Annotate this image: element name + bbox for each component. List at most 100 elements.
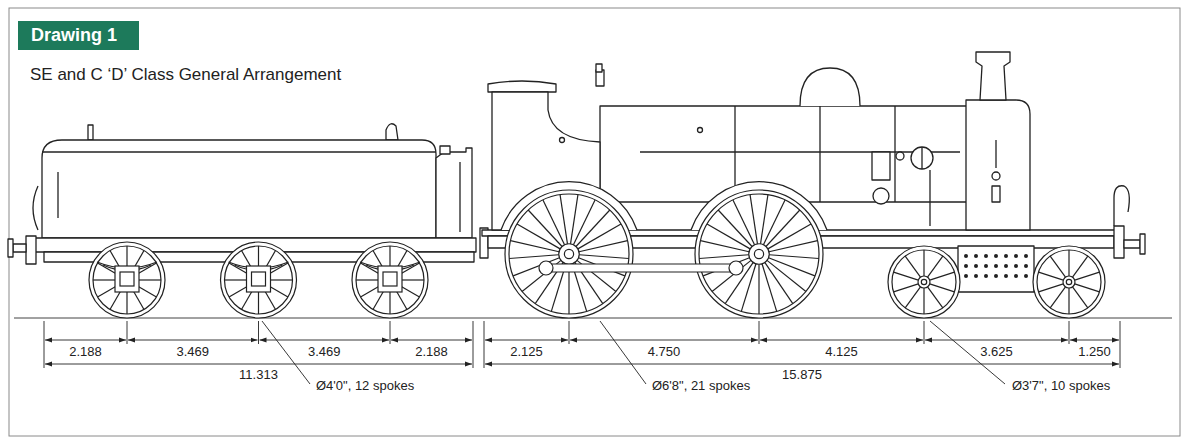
wheel-hub <box>559 244 579 264</box>
dome <box>800 68 860 106</box>
rivet <box>964 264 968 268</box>
wheel-spoke <box>769 255 819 259</box>
extension-line <box>569 321 570 344</box>
wheel-spoke <box>1075 284 1100 292</box>
tender-filler <box>386 124 398 140</box>
wheel-spoke <box>1073 287 1088 308</box>
rivet <box>560 138 565 143</box>
tender-wheel <box>352 242 428 318</box>
wheel-tyre <box>695 190 823 318</box>
axle-end <box>1066 279 1071 284</box>
dimension-value: 3.469 <box>176 344 209 359</box>
wheel-spoke <box>923 250 924 276</box>
wheel-rim <box>892 250 956 314</box>
tender-handrail <box>57 172 58 218</box>
dimension-value: 11.313 <box>239 367 278 382</box>
wheel-spoke <box>930 284 955 292</box>
rivet <box>1014 274 1018 278</box>
rivet <box>1014 254 1018 258</box>
extension-line <box>44 321 45 368</box>
extension-line <box>258 321 259 344</box>
buffer <box>13 244 26 252</box>
dimension-line <box>570 340 758 341</box>
wheel-spoke <box>579 241 628 252</box>
gauge <box>911 147 933 169</box>
wheel-spoke <box>765 262 793 303</box>
wheel-spoke <box>509 255 559 259</box>
rivet <box>1004 254 1008 258</box>
cab-fitting <box>596 64 602 72</box>
valve <box>896 152 904 160</box>
crank-pin <box>729 261 743 275</box>
drawing-title: SE and C ‘D’ Class General Arrangement <box>30 65 341 85</box>
badge-text: Drawing 1 <box>31 25 117 46</box>
wheel-set <box>89 190 1105 318</box>
wheel-spoke <box>576 210 610 246</box>
axle-end <box>564 249 573 258</box>
dimension-value: 15.875 <box>782 367 822 382</box>
wheel-spoke <box>762 264 777 312</box>
cab-roof <box>488 81 556 92</box>
axle-end <box>921 279 926 284</box>
rail-line <box>14 318 1172 319</box>
extension-line <box>473 321 474 368</box>
wheel-spoke <box>699 255 749 259</box>
wheel-hub <box>918 276 930 288</box>
dimension-line <box>485 340 568 341</box>
body-outline <box>8 52 1145 292</box>
wheel-spoke <box>905 256 920 277</box>
extension-line <box>1120 321 1121 368</box>
drawing-badge: Drawing 1 <box>18 21 139 50</box>
tender-wheel <box>89 242 165 318</box>
smokebox-fitting <box>995 140 996 168</box>
extension-line <box>127 321 128 344</box>
rivet <box>984 264 988 268</box>
wheel-tyre <box>888 246 960 318</box>
bogie-frame <box>958 246 1034 292</box>
rivet <box>984 274 988 278</box>
wheel-tyre <box>1033 246 1105 318</box>
wheel-tyre <box>505 190 633 318</box>
wheel-spoke <box>511 241 560 252</box>
wheel-spoke <box>1068 250 1069 276</box>
tender-wheel <box>221 242 297 318</box>
running-gear <box>97 261 743 292</box>
buffer-beam <box>26 236 36 264</box>
bogie-rivets <box>964 254 1028 278</box>
rivet <box>1004 274 1008 278</box>
smokebox <box>966 100 1030 230</box>
rivet <box>974 274 978 278</box>
wheel-spoke <box>750 195 757 244</box>
wheel-rim <box>699 194 819 314</box>
wheel-spoke <box>1068 288 1069 314</box>
dimension-line <box>485 364 1119 365</box>
dimension-line <box>391 340 472 341</box>
wheel-spoke <box>1039 272 1064 280</box>
wheel-spoke <box>1073 256 1088 277</box>
wheel-rim <box>93 246 161 314</box>
lubricator <box>873 188 889 204</box>
axlebox <box>115 266 139 292</box>
leader-lines <box>262 321 1005 384</box>
wheel-rim <box>225 246 293 314</box>
wheel-tyre <box>352 242 428 318</box>
dimension-line <box>760 340 923 341</box>
axlebox <box>247 266 271 292</box>
rivet <box>994 264 998 268</box>
axlebox-cover <box>120 272 134 286</box>
driving-wheel <box>505 190 633 318</box>
wheel-spoke <box>767 260 806 291</box>
dimension-line <box>260 340 390 341</box>
rivet <box>1024 274 1028 278</box>
buffer <box>1124 240 1140 248</box>
wheel-spoke <box>513 258 559 276</box>
rivet <box>974 264 978 268</box>
tender-coal-plate <box>436 148 472 238</box>
smokebox-fitting <box>992 172 1000 180</box>
tender-tank <box>42 140 436 238</box>
wheel-spoke <box>701 241 750 252</box>
wheel-spoke <box>1075 272 1100 280</box>
wheel-spoke <box>766 210 800 246</box>
dimension-value: 2.188 <box>69 344 102 359</box>
